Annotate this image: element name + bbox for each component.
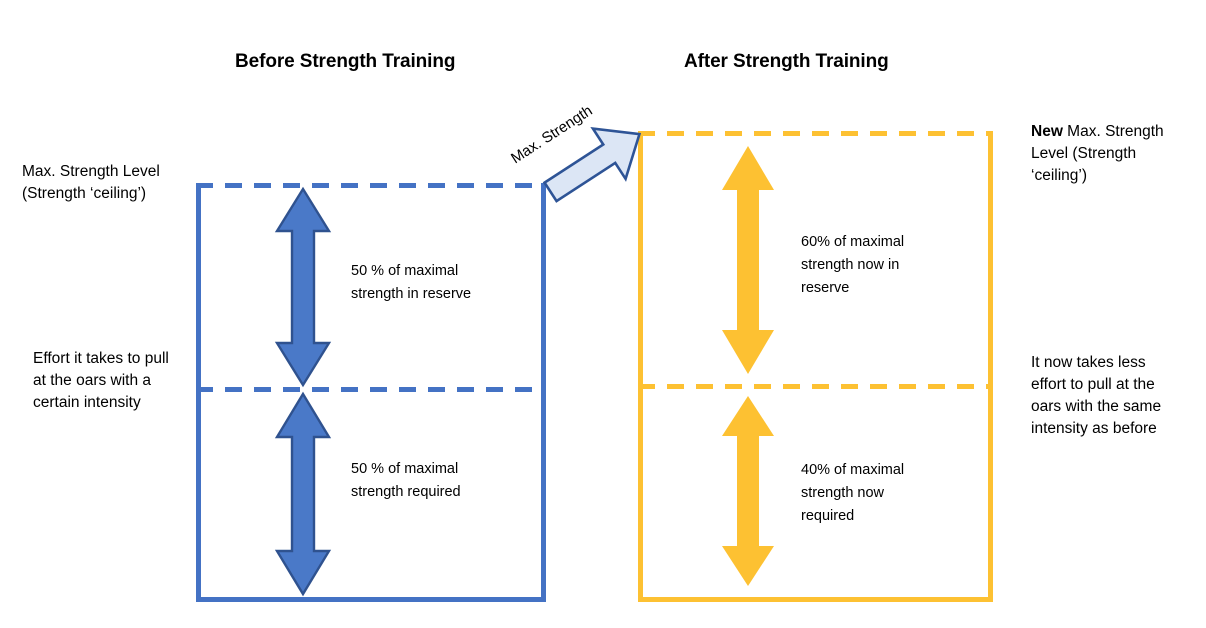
before-box-right-edge [541, 183, 546, 602]
before-required-line-2: strength required [351, 484, 461, 500]
after-reserve-text: 60% of maximal strength now in reserve [801, 231, 961, 300]
after-reserve-line-2: strength now in [801, 257, 900, 273]
before-box-left-edge [196, 183, 201, 602]
before-reserve-line-1: 50 % of maximal [351, 263, 459, 279]
label-new-line-2: Level (Strength [1031, 145, 1137, 162]
label-new-line-1: New Max. Strength [1031, 121, 1201, 143]
after-required-line-2: strength now [801, 485, 885, 501]
before-required-text: 50 % of maximal strength required [351, 458, 526, 504]
label-new-line-3: ‘ceiling’) [1031, 167, 1087, 184]
max-strength-callout-arrow [542, 126, 642, 203]
label-effort-left-line-2: at the oars with a [33, 372, 152, 389]
before-required-double-arrow [274, 391, 332, 597]
after-required-text: 40% of maximal strength now required [801, 459, 961, 528]
label-effort-right: It now takes less effort to pull at the … [1031, 352, 1203, 440]
label-effort-left-line-1: Effort it takes to pull [33, 350, 169, 367]
before-required-line-1: 50 % of maximal [351, 461, 459, 477]
before-box-top-dashed-line [196, 183, 546, 188]
label-effort-left-line-3: certain intensity [33, 394, 141, 411]
after-required-line-1: 40% of maximal [801, 462, 905, 478]
label-new-max-strength-level-right: New Max. Strength Level (Strength ‘ceili… [1031, 121, 1201, 187]
label-ceiling-line-1: Max. Strength Level [22, 163, 160, 180]
after-box-middle-dashed-line [638, 384, 993, 389]
label-new-rest: Max. Strength [1062, 123, 1164, 140]
title-before: Before Strength Training [235, 51, 456, 72]
after-reserve-line-3: reserve [801, 280, 850, 296]
after-required-line-3: required [801, 508, 855, 524]
after-required-double-arrow [722, 396, 774, 586]
label-effort-right-line-4: intensity as before [1031, 420, 1157, 437]
after-box-left-edge [638, 131, 643, 602]
label-ceiling-line-2: (Strength ‘ceiling’) [22, 185, 147, 202]
before-reserve-text: 50 % of maximal strength in reserve [351, 260, 526, 306]
label-max-strength-level-left: Max. Strength Level (Strength ‘ceiling’) [22, 161, 197, 205]
before-reserve-line-2: strength in reserve [351, 286, 472, 302]
after-box-right-edge [988, 131, 993, 602]
label-effort-right-line-3: oars with the same [1031, 398, 1162, 415]
before-box-bottom-edge [196, 597, 546, 602]
label-effort-right-line-2: effort to pull at the [1031, 376, 1155, 393]
after-reserve-double-arrow [722, 146, 774, 374]
label-effort-left: Effort it takes to pull at the oars with… [33, 348, 208, 414]
after-box-bottom-edge [638, 597, 993, 602]
after-reserve-line-1: 60% of maximal [801, 234, 905, 250]
title-after: After Strength Training [684, 51, 889, 72]
label-effort-right-line-1: It now takes less [1031, 354, 1146, 371]
before-box-middle-dashed-line [196, 387, 546, 392]
after-box-top-dashed-line [638, 131, 993, 136]
label-new-prefix: New [1031, 123, 1063, 140]
before-reserve-double-arrow [274, 186, 332, 388]
